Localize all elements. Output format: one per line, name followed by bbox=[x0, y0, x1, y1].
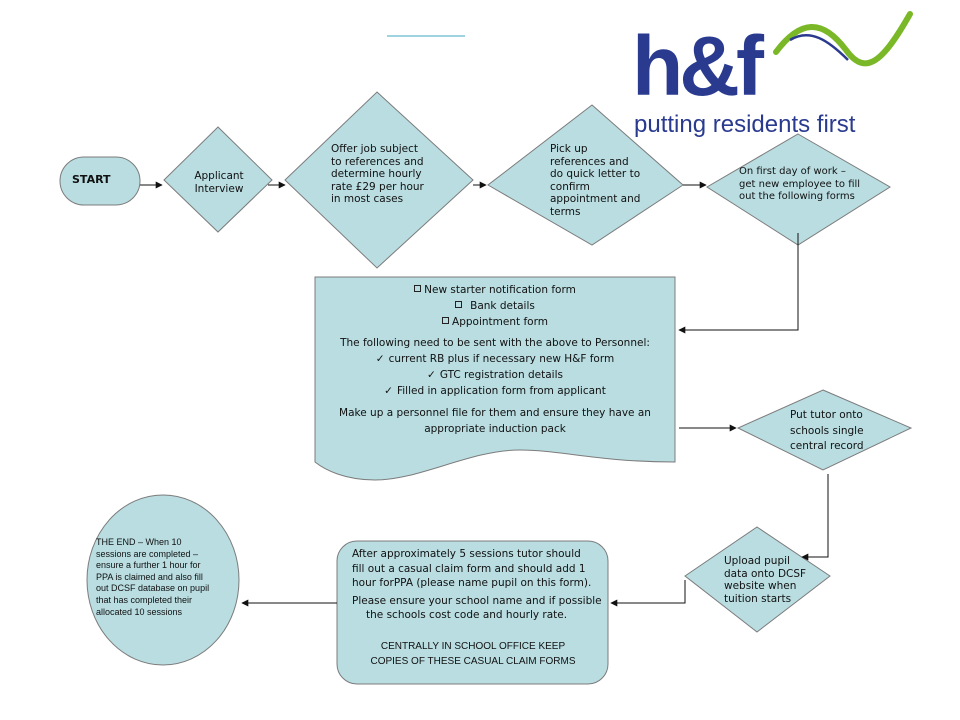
arrow-central-upload bbox=[801, 474, 829, 561]
end-line: allocated 10 sessions bbox=[96, 606, 183, 617]
checkbox-square-icon bbox=[455, 301, 463, 308]
end-line: PPA is claimed and also fill bbox=[96, 571, 203, 582]
check-item: ✓current RB plus if necessary new H&F fo… bbox=[315, 351, 675, 367]
end-line: that has completed their bbox=[96, 594, 193, 605]
references-line: terms bbox=[550, 205, 581, 218]
send-intro: The following need to be sent with the a… bbox=[340, 337, 650, 349]
references-line: appointment and bbox=[550, 193, 641, 206]
upload-line: data onto DCSF bbox=[724, 567, 807, 580]
casual-claim-node bbox=[336, 540, 609, 685]
central-record-node bbox=[736, 389, 913, 471]
end-line: THE END – When 10 bbox=[96, 537, 182, 547]
start-node bbox=[59, 156, 141, 206]
claim-school-line: the schools cost code and hourly rate. bbox=[366, 609, 568, 621]
central-record-line: schools single bbox=[790, 424, 864, 437]
offer-line: to references and bbox=[331, 155, 424, 168]
checkmark-icon: ✓ bbox=[384, 385, 393, 397]
end-line: ensure a further 1 hour for bbox=[96, 560, 201, 571]
references-label: Pick up references and do quick letter t… bbox=[550, 143, 660, 219]
first-day-label: On first day of work – get new employee … bbox=[739, 166, 879, 204]
interview-node bbox=[163, 126, 273, 233]
end-node bbox=[86, 494, 240, 666]
interview-label: Applicant Interview bbox=[178, 170, 260, 195]
central-record-line: central record bbox=[790, 440, 864, 452]
logo-tagline: putting residents first bbox=[634, 111, 856, 138]
check-item-label: Filled in application form from applican… bbox=[396, 385, 606, 397]
claim-line: fill out a casual claim form and should … bbox=[352, 562, 586, 575]
references-line: do quick letter to bbox=[550, 168, 641, 181]
check-item: ✓GTC registration details bbox=[315, 367, 675, 383]
logo-swoosh-icon bbox=[773, 11, 913, 67]
central-record-label: Put tutor onto schools single central re… bbox=[790, 408, 890, 455]
claim-office-line: CENTRALLY IN SCHOOL OFFICE KEEP bbox=[380, 641, 566, 652]
first-day-line: On first day of work – bbox=[739, 166, 846, 177]
upload-label: Upload pupil data onto DCSF website when… bbox=[724, 555, 824, 605]
end-line: out DCSF database on pupil bbox=[96, 583, 210, 594]
casual-claim-office: CENTRALLY IN SCHOOL OFFICE KEEP COPIES O… bbox=[342, 640, 604, 669]
offer-label: Offer job subject to references and dete… bbox=[331, 143, 441, 206]
form-item: New starter notification form bbox=[315, 282, 675, 298]
references-node bbox=[487, 104, 684, 246]
form-item-label: New starter notification form bbox=[424, 284, 576, 296]
first-day-line: out the following forms bbox=[739, 191, 855, 202]
check-item-label: current RB plus if necessary new H&F for… bbox=[388, 353, 615, 365]
upload-line: tuition starts bbox=[724, 592, 792, 605]
interview-line: Interview bbox=[194, 182, 244, 195]
claim-office-line: COPIES OF THESE CASUAL CLAIM FORMS bbox=[370, 655, 576, 667]
check-item-label: GTC registration details bbox=[439, 369, 563, 381]
claim-line: hour forPPA (please name pupil on this f… bbox=[352, 577, 592, 589]
offer-line: Offer job subject bbox=[331, 143, 419, 155]
start-label: START bbox=[72, 173, 111, 186]
offer-line: determine hourly bbox=[331, 168, 422, 181]
upload-line: Upload pupil bbox=[724, 555, 790, 567]
offer-line: in most cases bbox=[331, 193, 404, 206]
claim-school-line: Please ensure your school name and if po… bbox=[352, 594, 602, 607]
forms-content: New starter notification form Bank detai… bbox=[315, 282, 675, 437]
first-day-line: get new employee to fill bbox=[739, 178, 861, 190]
forms-document-node bbox=[314, 276, 676, 481]
end-line: sessions are completed – bbox=[96, 548, 199, 559]
end-label: THE END – When 10 sessions are completed… bbox=[96, 537, 238, 618]
form-item: Bank details bbox=[315, 298, 675, 314]
offer-line: rate £29 per hour bbox=[331, 180, 424, 193]
upload-line: website when bbox=[724, 580, 797, 592]
references-line: references and bbox=[550, 155, 629, 168]
logo-wordmark: h&f bbox=[632, 19, 764, 113]
references-line: confirm bbox=[550, 180, 590, 193]
casual-claim-label: After approximately 5 sessions tutor sho… bbox=[352, 547, 602, 623]
logo-swoosh-accent-icon bbox=[789, 34, 849, 61]
claim-line: After approximately 5 sessions tutor sho… bbox=[352, 548, 581, 560]
central-record-line: Put tutor onto bbox=[790, 409, 863, 421]
file-line: appropriate induction pack bbox=[424, 423, 566, 435]
form-item: Appointment form bbox=[315, 314, 675, 330]
file-line: Make up a personnel file for them and en… bbox=[339, 407, 651, 419]
form-item-label: Appointment form bbox=[452, 316, 548, 328]
arrow-upload-claim bbox=[610, 580, 686, 607]
checkbox-square-icon bbox=[442, 317, 450, 324]
interview-line: Applicant bbox=[194, 170, 244, 182]
checkbox-square-icon bbox=[414, 285, 422, 292]
checkmark-icon: ✓ bbox=[375, 353, 385, 365]
offer-node bbox=[284, 91, 474, 269]
arrow-firstday-forms bbox=[678, 233, 799, 334]
checkmark-icon: ✓ bbox=[427, 369, 436, 381]
check-item: ✓Filled in application form from applica… bbox=[315, 383, 675, 399]
form-item-label: Bank details bbox=[470, 300, 535, 312]
references-line: Pick up bbox=[550, 143, 588, 155]
